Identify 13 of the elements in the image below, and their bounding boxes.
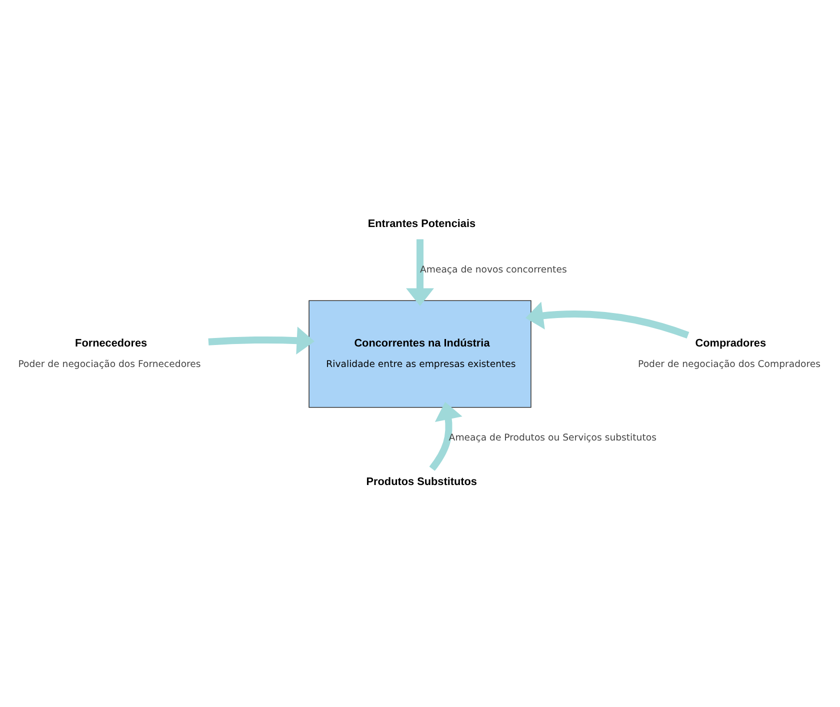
node-text: Entrantes Potenciais — [368, 218, 476, 230]
edge-label: Ameaça de novos concorrentes — [420, 264, 567, 275]
arrow — [208, 326, 315, 354]
node-text: Fornecedores — [75, 336, 148, 349]
node-text: Compradores — [695, 336, 766, 349]
arrow — [525, 301, 690, 338]
node-box: Concorrentes na Indústria Rivalidade entre as empresas existentes — [308, 300, 532, 408]
edge-label: Ameaça de Produtos ou Serviços substitutos — [448, 432, 656, 444]
node-label: Poder de negociação dos Compradores — [638, 358, 820, 370]
node-text: Produtos Substitutos — [366, 475, 477, 488]
arrow — [429, 401, 462, 470]
node-label: Poder de negociação dos Fornecedores — [18, 358, 201, 370]
arrow — [406, 238, 434, 306]
